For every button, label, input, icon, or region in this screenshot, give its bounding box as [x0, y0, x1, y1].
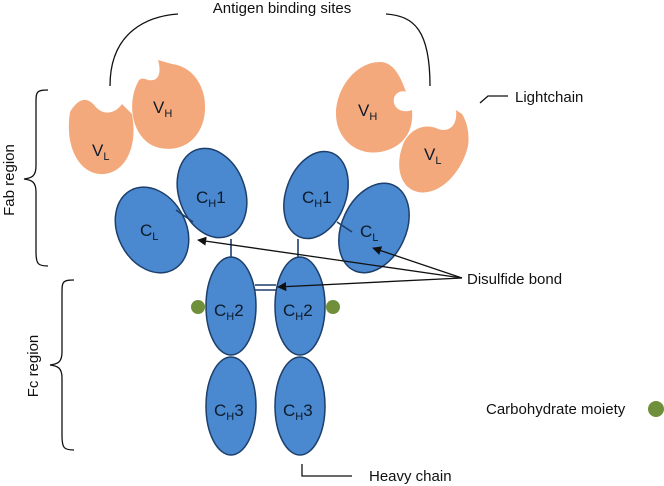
svg-text:CH2: CH2: [283, 301, 313, 323]
svg-text:VL: VL: [424, 145, 441, 167]
ch3-right-suffix: 3: [303, 401, 312, 420]
ch3-left-main: C: [214, 401, 226, 420]
variable-light-domain-left: VL: [68, 99, 134, 175]
light-heavy-bond-left: [175, 209, 194, 223]
constant-heavy-3-domain-right: CH3: [274, 356, 326, 456]
ch2-left-main: C: [214, 301, 226, 320]
vh-right-sub: H: [369, 111, 377, 123]
constant-light-domain-right: CL: [338, 182, 410, 274]
lightchain-label: Lightchain: [515, 89, 583, 106]
heavy-chain-pointer: [301, 464, 352, 477]
constant-heavy-1-domain-right: CH1: [283, 150, 349, 240]
svg-text:CL: CL: [140, 221, 158, 243]
carbohydrate-moiety-label: Carbohydrate moiety: [486, 401, 626, 418]
svg-text:VH: VH: [358, 101, 377, 123]
fab-region-label: Fab region: [1, 144, 18, 216]
heavy-chain-label: Heavy chain: [369, 468, 452, 485]
antigen-binding-sites-label: Antigen binding sites: [213, 0, 351, 17]
svg-text:CH3: CH3: [214, 401, 244, 423]
cl-left-main: C: [140, 221, 152, 240]
svg-text:CL: CL: [360, 222, 378, 244]
fab-region-brace: [23, 89, 49, 267]
carbohydrate-dot-left: [191, 300, 205, 314]
fc-region-label: Fc region: [25, 335, 42, 398]
ch3-right-sub: H: [295, 411, 303, 423]
ch1-right-main: C: [302, 188, 314, 207]
ch3-left-suffix: 3: [234, 401, 243, 420]
ch2-right-suffix: 2: [303, 301, 312, 320]
disulfide-arrow-to-right-cl: [372, 246, 463, 279]
ch1-right-sub: H: [314, 198, 322, 210]
ch1-right-suffix: 1: [322, 188, 331, 207]
variable-heavy-domain-right: VH: [336, 62, 413, 153]
antigen-binding-bracket: [109, 13, 431, 87]
disulfide-bond-label: Disulfide bond: [467, 271, 562, 288]
disulfide-arrow-to-hinge: [277, 277, 463, 292]
cl-left-sub: L: [152, 231, 158, 243]
ch2-left-suffix: 2: [234, 301, 243, 320]
svg-text:VH: VH: [153, 98, 172, 120]
svg-text:VL: VL: [92, 141, 109, 163]
vh-right-main: V: [358, 101, 370, 120]
variable-light-domain-right: VL: [399, 110, 469, 193]
vh-left-sub: H: [164, 108, 172, 120]
vl-left-sub: L: [103, 151, 109, 163]
ch2-right-sub: H: [295, 311, 303, 323]
variable-heavy-domain-left: VH: [132, 60, 206, 149]
cl-right-sub: L: [372, 232, 378, 244]
constant-heavy-1-domain-left: CH1: [176, 147, 248, 239]
cl-right-main: C: [360, 222, 372, 241]
vl-right-main: V: [424, 145, 436, 164]
svg-text:CH1: CH1: [302, 188, 332, 210]
ch2-right-main: C: [283, 301, 295, 320]
constant-heavy-2-domain-left: CH2: [205, 256, 257, 356]
vl-right-sub: L: [435, 155, 441, 167]
ch1-left-suffix: 1: [216, 188, 225, 207]
ch3-left-sub: H: [226, 411, 234, 423]
svg-text:CH2: CH2: [214, 301, 244, 323]
constant-heavy-3-domain-left: CH3: [205, 356, 257, 456]
ch3-right-main: C: [283, 401, 295, 420]
ch1-left-sub: H: [208, 198, 216, 210]
svg-text:CH1: CH1: [196, 188, 226, 210]
disulfide-arrow-to-left-cl: [197, 236, 463, 279]
carbohydrate-dot-right: [326, 300, 340, 314]
ch2-left-sub: H: [226, 311, 234, 323]
constant-heavy-2-domain-right: CH2: [274, 256, 326, 356]
vh-left-main: V: [153, 98, 165, 117]
svg-text:CH3: CH3: [283, 401, 313, 423]
lightchain-pointer: [479, 95, 508, 104]
light-heavy-bond-right: [336, 221, 353, 233]
carbohydrate-legend-dot: [648, 401, 664, 417]
ch1-left-main: C: [196, 188, 208, 207]
fc-region-brace: [49, 279, 75, 451]
vl-left-main: V: [92, 141, 104, 160]
